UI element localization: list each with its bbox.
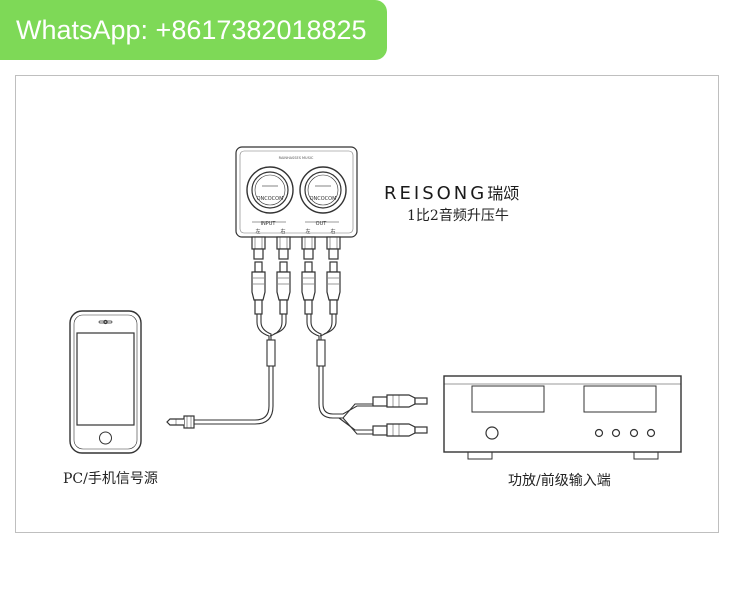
smartphone bbox=[69, 310, 142, 454]
output-meter: ONCOCOM bbox=[299, 166, 347, 214]
jack-mark-4: 右 bbox=[330, 228, 335, 235]
rca-plug-h-2 bbox=[372, 423, 428, 437]
input-label: INPUT bbox=[261, 221, 277, 227]
rca-plugs-vertical bbox=[251, 261, 341, 315]
rca-socket-4 bbox=[326, 236, 341, 260]
transformer-device: RAINHASSES MUSIC ONCOCOM ONCOCOM INPUT O… bbox=[235, 146, 358, 238]
diagram-frame bbox=[15, 75, 719, 533]
output-label: OUT bbox=[316, 221, 328, 227]
whatsapp-contact-text: WhatsApp: +8617382018825 bbox=[16, 14, 367, 45]
amplifier bbox=[443, 375, 682, 460]
input-meter-label: ONCOCOM bbox=[257, 196, 284, 202]
rca-plug-2 bbox=[276, 261, 291, 315]
rca-socket-1 bbox=[251, 236, 266, 260]
brand-name: REISONG bbox=[384, 183, 488, 204]
rca-plug-4 bbox=[326, 261, 341, 315]
device-panel-text: RAINHASSES MUSIC bbox=[279, 156, 314, 160]
brand-name-cn: 瑞颂 bbox=[487, 184, 520, 203]
rca-plug-h-1 bbox=[372, 394, 428, 408]
rca-plug-1 bbox=[251, 261, 266, 315]
rca-sockets bbox=[251, 236, 341, 260]
input-y-cable bbox=[193, 314, 287, 425]
rca-socket-2 bbox=[276, 236, 291, 260]
jack-mark-2: 右 bbox=[280, 228, 285, 235]
whatsapp-banner: WhatsApp: +8617382018825 bbox=[0, 0, 387, 60]
output-y-cable bbox=[306, 314, 373, 435]
product-subtitle: 1比2音频升压牛 bbox=[407, 208, 509, 224]
output-meter-label: ONCOCOM bbox=[310, 196, 337, 202]
rca-plug-3 bbox=[301, 261, 316, 315]
aux-plug bbox=[166, 415, 195, 429]
jack-mark-1: 左 bbox=[255, 228, 260, 235]
rca-socket-3 bbox=[301, 236, 316, 260]
amplifier-label: 功放/前级输入端 bbox=[508, 473, 611, 489]
brand-title: REISONG瑞颂 bbox=[384, 180, 519, 204]
source-label: PC/手机信号源 bbox=[63, 471, 158, 487]
jack-mark-3: 左 bbox=[305, 228, 310, 235]
input-meter: ONCOCOM bbox=[246, 166, 294, 214]
rca-plugs-horizontal bbox=[372, 394, 428, 437]
